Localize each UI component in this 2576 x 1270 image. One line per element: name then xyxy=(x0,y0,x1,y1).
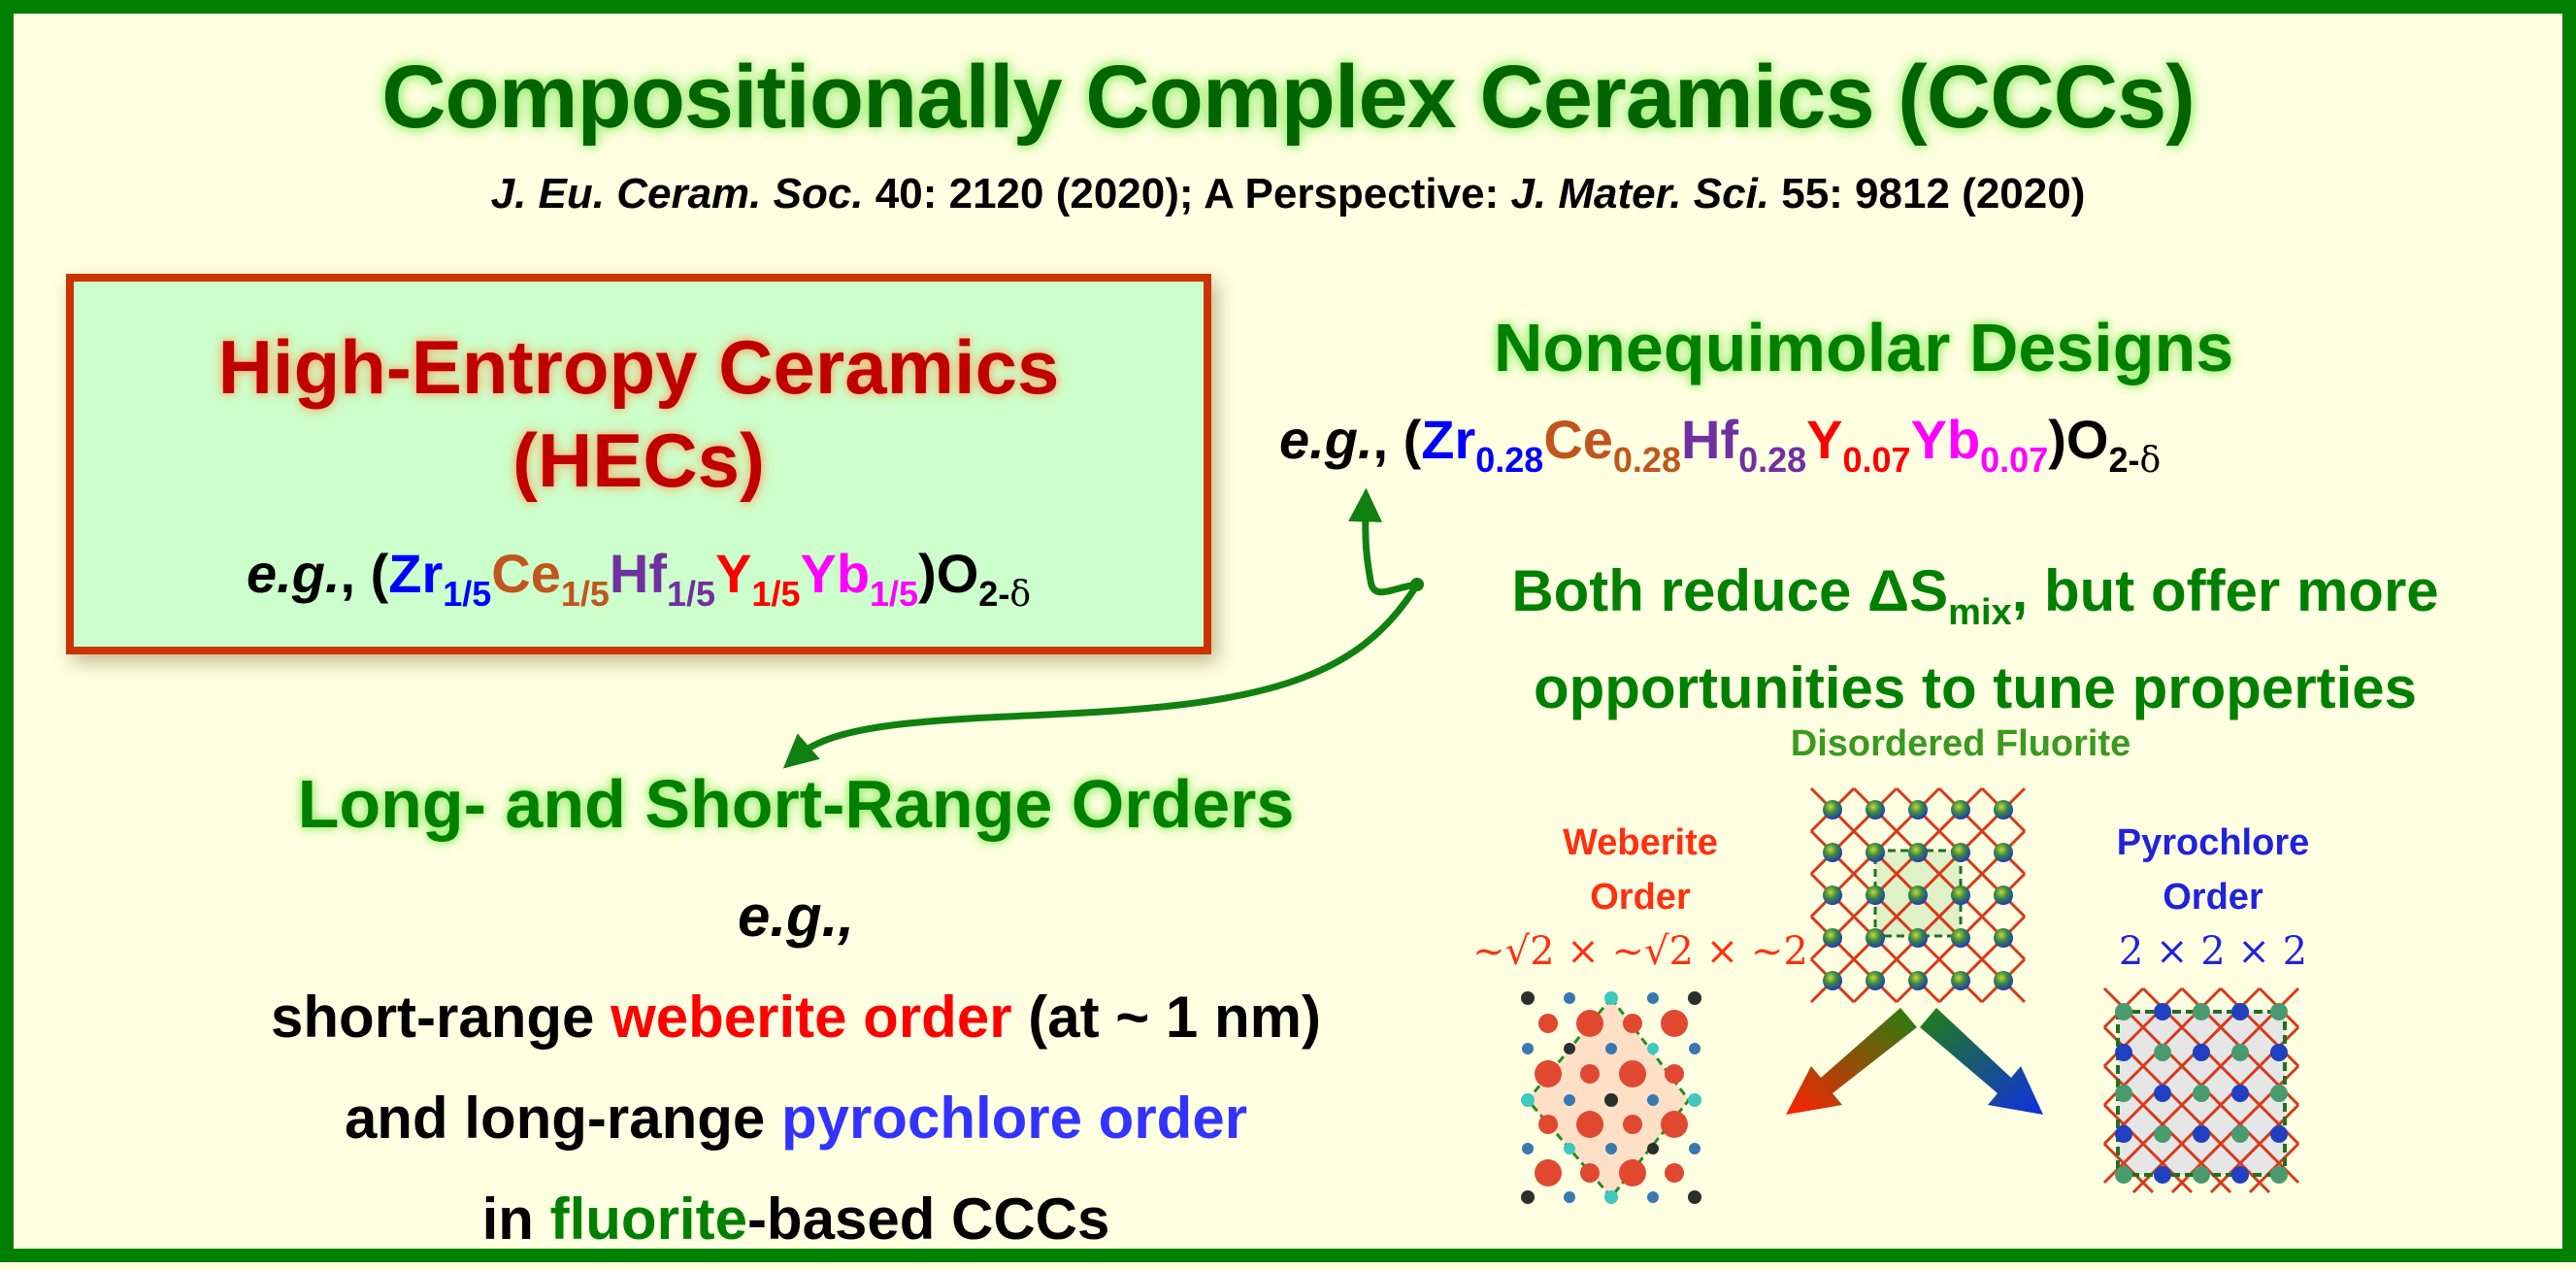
arrow-to-nonequimolar xyxy=(1348,487,1418,596)
element-zr: Zr1/5 xyxy=(388,543,492,614)
hec-title-line1: High-Entropy Ceramics xyxy=(217,324,1060,410)
ref1-detail: 40: 2120 (2020); A Perspective: xyxy=(863,170,1511,217)
element-hf: Hf1/5 xyxy=(609,543,716,614)
element-y: Y1/5 xyxy=(715,543,801,614)
orders-line3: in fluorite-based CCCs xyxy=(481,1186,1110,1252)
eg-label: e.g. xyxy=(1279,409,1373,470)
element-y: Y0.07 xyxy=(1806,409,1911,480)
element-ce: Ce0.28 xyxy=(1543,409,1681,480)
formula-open: , ( xyxy=(1372,409,1422,470)
oxygen-sub: 2-δ xyxy=(978,574,1031,615)
element-zr: Zr0.28 xyxy=(1421,409,1544,480)
page-title: Compositionally Complex Ceramics (CCCs) xyxy=(381,48,2196,147)
disordered-fluorite-label: Disordered Fluorite xyxy=(1790,723,2131,764)
hec-formula: e.g., (Zr1/5Ce1/5Hf1/5Y1/5Yb1/5)O2-δ xyxy=(74,542,1204,615)
formula-close: )O xyxy=(2048,409,2109,470)
orders-body: e.g., short-range weberite order (at ~ 1… xyxy=(97,866,1495,1270)
hec-box: High-Entropy Ceramics (HECs) e.g., (Zr1/… xyxy=(66,274,1211,654)
both-reduce-note: Both reduce ΔSmix, but offer more opport… xyxy=(1427,553,2524,726)
ref1-journal: J. Eu. Ceram. Soc. xyxy=(490,170,864,217)
pyrochlore-structure xyxy=(2102,986,2300,1194)
element-hf: Hf0.28 xyxy=(1680,409,1807,480)
nonequimolar-title: Nonequimolar Designs xyxy=(1493,310,2234,385)
nonequimolar-formula: e.g., (Zr0.28Ce0.28Hf0.28Y0.07Yb0.07)O2-… xyxy=(1279,408,2161,481)
weberite-dims: ~√2 × ~√2 × ~2 xyxy=(1472,929,1808,974)
element-ce: Ce1/5 xyxy=(491,543,610,614)
pyrochlore-dims: 2 × 2 × 2 xyxy=(2118,929,2308,974)
formula-close: )O xyxy=(918,543,979,604)
weberite-highlight: weberite order xyxy=(611,985,1012,1050)
formula-open: , ( xyxy=(340,543,389,604)
weberite-structure xyxy=(1521,991,1701,1204)
eg-label: e.g. xyxy=(247,543,341,604)
both-note-line1: Both reduce ΔSmix, but offer more xyxy=(1511,558,2439,633)
orders-title: Long- and Short-Range Orders xyxy=(297,766,1295,842)
hec-title-line2: (HECs) xyxy=(512,418,765,503)
references-subtitle: J. Eu. Ceram. Soc. 40: 2120 (2020); A Pe… xyxy=(0,170,2576,218)
pyrochlore-label: Pyrochlore Order 2 × 2 × 2 xyxy=(2067,816,2359,979)
oxygen-sub: 2-δ xyxy=(2108,440,2162,481)
arrow-to-pyrochlore xyxy=(1920,1008,2043,1115)
orders-line1: short-range weberite order (at ~ 1 nm) xyxy=(271,985,1321,1050)
hec-title: High-Entropy Ceramics (HECs) xyxy=(74,320,1204,507)
both-note-line2: opportunities to tune properties xyxy=(1534,655,2417,720)
pyrochlore-highlight: pyrochlore order xyxy=(780,1086,1248,1151)
transformation-arrows xyxy=(1786,1008,2043,1115)
disordered-fluorite-lattice xyxy=(1809,786,2027,1004)
arrow-to-orders xyxy=(782,583,1420,769)
orders-line2: and long-range pyrochlore order xyxy=(344,1086,1248,1151)
weberite-label: Weberite Order ~√2 × ~√2 × ~2 xyxy=(1456,816,1825,979)
element-yb: Yb1/5 xyxy=(800,543,919,614)
orders-eg: e.g., xyxy=(737,884,855,949)
element-yb: Yb0.07 xyxy=(1910,409,2049,480)
fluorite-highlight: fluorite xyxy=(549,1186,747,1252)
ref2-detail: 55: 9812 (2020) xyxy=(1769,170,2086,217)
arrow-to-weberite xyxy=(1786,1008,1917,1115)
ref2-journal: J. Mater. Sci. xyxy=(1510,170,1770,217)
